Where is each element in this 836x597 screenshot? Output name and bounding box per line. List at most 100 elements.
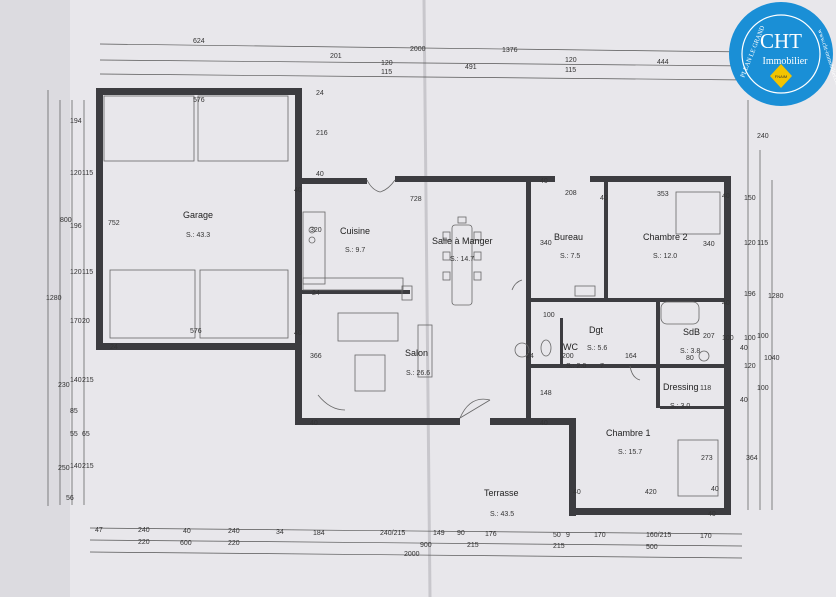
dim: 624 (193, 38, 205, 45)
dim: 170 (594, 532, 606, 539)
dim: 170 (70, 318, 82, 325)
dimension-lines (47, 43, 773, 559)
dim: 40 (708, 511, 716, 518)
dim: 240 (228, 528, 240, 535)
dims-top: 624 2000 1376 201 120 115 491 120 115 44… (193, 38, 669, 76)
room-sdb-area: S.: 3.8 (680, 348, 700, 355)
dim: 600 (180, 540, 192, 547)
dim: 728 (410, 196, 422, 203)
dim: 2000 (410, 46, 426, 53)
room-bureau-area: S.: 7.5 (560, 253, 580, 260)
room-salle-area: S.: 14.7 (450, 256, 474, 263)
dim: 900 (420, 542, 432, 549)
dim: 40 (711, 486, 719, 493)
dim: 230 (58, 382, 70, 389)
dim: 364 (746, 455, 758, 462)
dim: 120 (70, 170, 82, 177)
dim: 420 (645, 489, 657, 496)
dim: 40 (740, 345, 748, 352)
dim: 120 (381, 60, 393, 67)
dim: 150 (744, 195, 756, 202)
paper-shadow-left (0, 0, 70, 597)
room-sdb-name: SdB (683, 327, 700, 337)
dim: 40 (316, 171, 324, 178)
dims-bottom: 47 240 40 240 34 184 240/215 149 90 176 … (95, 527, 712, 558)
dim: 444 (657, 59, 669, 66)
dim: 115 (82, 269, 93, 276)
dim: 215 (553, 543, 565, 550)
dims-left: 194 120 115 800 196 120 115 170 20 1280 … (46, 118, 94, 502)
room-labels: Garage S.: 43.3 Cuisine S.: 9.7 Salle à … (183, 210, 700, 518)
dim: 40 (294, 187, 302, 194)
dims-right: 240 150 120 115 196 1280 100 100 1040 12… (740, 133, 784, 462)
dim: 500 (646, 544, 658, 551)
dim: 576 (193, 97, 205, 104)
dims-inner: 576 576 752 24 24 216 40 40 320 40 728 2… (108, 90, 734, 518)
room-dgt-area: S.: 5.6 (587, 345, 607, 352)
dim: 176 (485, 531, 497, 538)
dim: 65 (82, 431, 90, 438)
logo-badge-diamond (770, 64, 792, 88)
dim: 40 (573, 489, 581, 496)
dim: 9 (566, 532, 570, 539)
dim: 208 (565, 190, 577, 197)
paper-fold (422, 0, 432, 597)
dim: 24 (110, 344, 118, 351)
dim: 220 (228, 540, 240, 547)
dim: 115 (565, 67, 576, 74)
dim: 24 (312, 290, 320, 297)
dim: 273 (701, 455, 713, 462)
dim: 120 (744, 363, 756, 370)
dim: 194 (70, 118, 82, 125)
dim: 115 (757, 240, 768, 247)
room-dressing-area: S.: 3.0 (670, 403, 690, 410)
dim: 201 (330, 53, 342, 60)
dim: 100 (757, 385, 769, 392)
logo-sub: Immobilier (763, 56, 809, 67)
dim: 220 (138, 539, 150, 546)
dim: 120 (70, 269, 82, 276)
room-garage-name: Garage (183, 210, 213, 220)
room-terrasse-area: S.: 43.5 (490, 511, 514, 518)
dim: 215 (82, 377, 94, 384)
logo-brand: CHT (760, 29, 802, 53)
dim: 196 (70, 223, 82, 230)
dim: 184 (313, 530, 325, 537)
dim: 50 (553, 532, 561, 539)
dim: 1280 (46, 295, 62, 302)
dim: 40 (540, 420, 548, 427)
dim: 207 (703, 333, 715, 340)
dim: 24 (316, 90, 324, 97)
walls (96, 88, 731, 516)
dim: 55 (70, 431, 78, 438)
dim: 140 (70, 377, 82, 384)
dim: 90 (457, 530, 465, 537)
dim: 215 (467, 542, 479, 549)
room-cuisine-area: S.: 9.7 (345, 247, 365, 254)
dim: 576 (190, 328, 202, 335)
dim: 1280 (768, 293, 784, 300)
dim: 340 (540, 240, 552, 247)
dim: 120 (565, 57, 577, 64)
dim: 240 (138, 527, 150, 534)
dim: 366 (310, 353, 322, 360)
dim: 56 (66, 495, 74, 502)
dim: 200 (562, 353, 574, 360)
dim: 118 (700, 385, 711, 392)
room-dressing-name: Dressing (663, 382, 699, 392)
logo-badge: FNAIM (775, 74, 787, 79)
room-bureau-name: Bureau (554, 232, 583, 242)
dim: 240 (757, 133, 769, 140)
dim: 148 (540, 390, 552, 397)
dim: 100 (722, 335, 734, 342)
dim: 216 (316, 130, 328, 137)
room-chambre2-area: S.: 12.0 (653, 253, 677, 260)
dim: 40 (740, 397, 748, 404)
dim: 240/215 (380, 530, 405, 537)
dim: 115 (381, 69, 392, 76)
dim: 353 (657, 191, 669, 198)
room-dgt-name: Dgt (589, 325, 604, 335)
dim: 1376 (502, 47, 518, 54)
dim: 47 (95, 527, 103, 534)
dim: 160/215 (646, 532, 671, 539)
